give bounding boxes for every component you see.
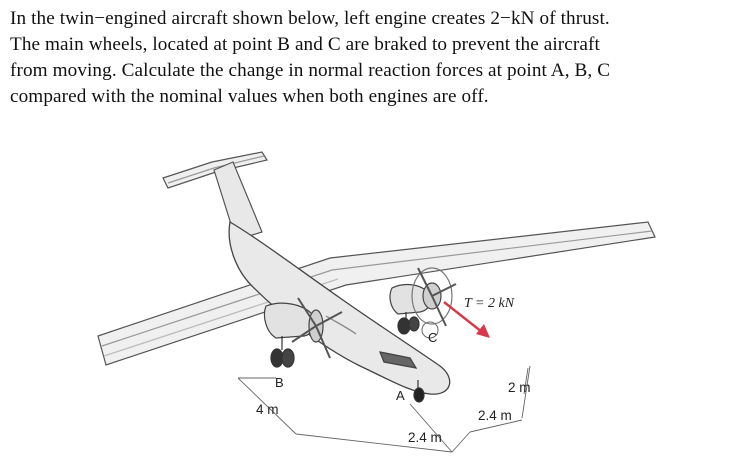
problem-line-2: The main wheels, located at point B and … <box>10 34 600 55</box>
problem-line-4: compared with the nominal values when bo… <box>10 86 489 107</box>
problem-line-1: In the twin−engined aircraft shown below… <box>10 8 610 29</box>
fuselage <box>228 220 451 395</box>
point-b-label: B <box>275 375 284 390</box>
thrust-arrow <box>443 301 490 338</box>
point-c-marker <box>421 321 439 339</box>
point-c-label: C <box>428 330 437 345</box>
thrust-label: T = 2 kN <box>464 296 515 311</box>
dimension-a-to-c: 2.4 m <box>408 430 442 445</box>
point-a-label: A <box>396 388 405 403</box>
right-engine <box>389 267 457 327</box>
dimension-lines <box>237 365 531 453</box>
left-engine <box>263 297 343 359</box>
dimension-height: 2 m <box>508 380 531 395</box>
problem-statement: In the twin−engined aircraft shown below… <box>10 6 732 110</box>
dimension-c-offset: 2.4 m <box>478 408 512 423</box>
vertical-stabilizer <box>213 161 263 241</box>
landing-gear <box>270 312 425 403</box>
dimension-b-to-a: 4 m <box>256 402 279 417</box>
problem-line-3: from moving. Calculate the change in nor… <box>10 60 611 81</box>
